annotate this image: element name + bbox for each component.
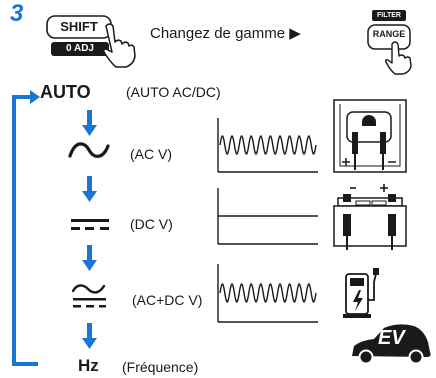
car-battery-icon xyxy=(333,184,407,250)
mode-auto-label: (AUTO AC/DC) xyxy=(126,84,221,100)
range-key xyxy=(367,10,411,50)
down-arrow xyxy=(82,323,97,349)
shift-key-label: SHIFT xyxy=(60,19,98,34)
instruction-text: Changez de gamme ▶ xyxy=(150,25,301,42)
ac-tilde-icon xyxy=(68,142,110,158)
waveform-dc xyxy=(217,188,318,245)
range-key-badge: FILTER xyxy=(377,12,401,19)
mode-ac-label: (AC V) xyxy=(130,146,172,162)
pointing-hand-icon xyxy=(103,23,136,68)
waveform-acdc xyxy=(217,264,318,323)
pointing-hand-icon xyxy=(385,41,412,75)
step-number: 3 xyxy=(10,0,24,27)
outlet-plug-icon xyxy=(333,99,407,173)
acdc-icon xyxy=(71,284,106,308)
ev-charger-icon xyxy=(343,268,379,318)
loop-arrow xyxy=(12,90,40,366)
ev-car-icon xyxy=(352,324,431,365)
dc-bar-icon xyxy=(71,219,109,230)
mode-hz-label: (Fréquence) xyxy=(122,359,199,375)
down-arrow xyxy=(82,245,97,271)
range-key-label: RANGE xyxy=(372,29,406,39)
shift-key-sublabel: 0 ADJ xyxy=(66,43,94,54)
down-arrow xyxy=(82,110,97,136)
mode-hz-symbol: Hz xyxy=(78,356,99,375)
waveform-ac xyxy=(217,118,318,173)
down-arrow xyxy=(82,176,97,202)
ev-badge: EV xyxy=(378,327,405,349)
mode-auto-symbol: AUTO xyxy=(40,82,91,102)
mode-acdc-label: (AC+DC V) xyxy=(132,292,203,308)
mode-dc-label: (DC V) xyxy=(130,216,173,232)
